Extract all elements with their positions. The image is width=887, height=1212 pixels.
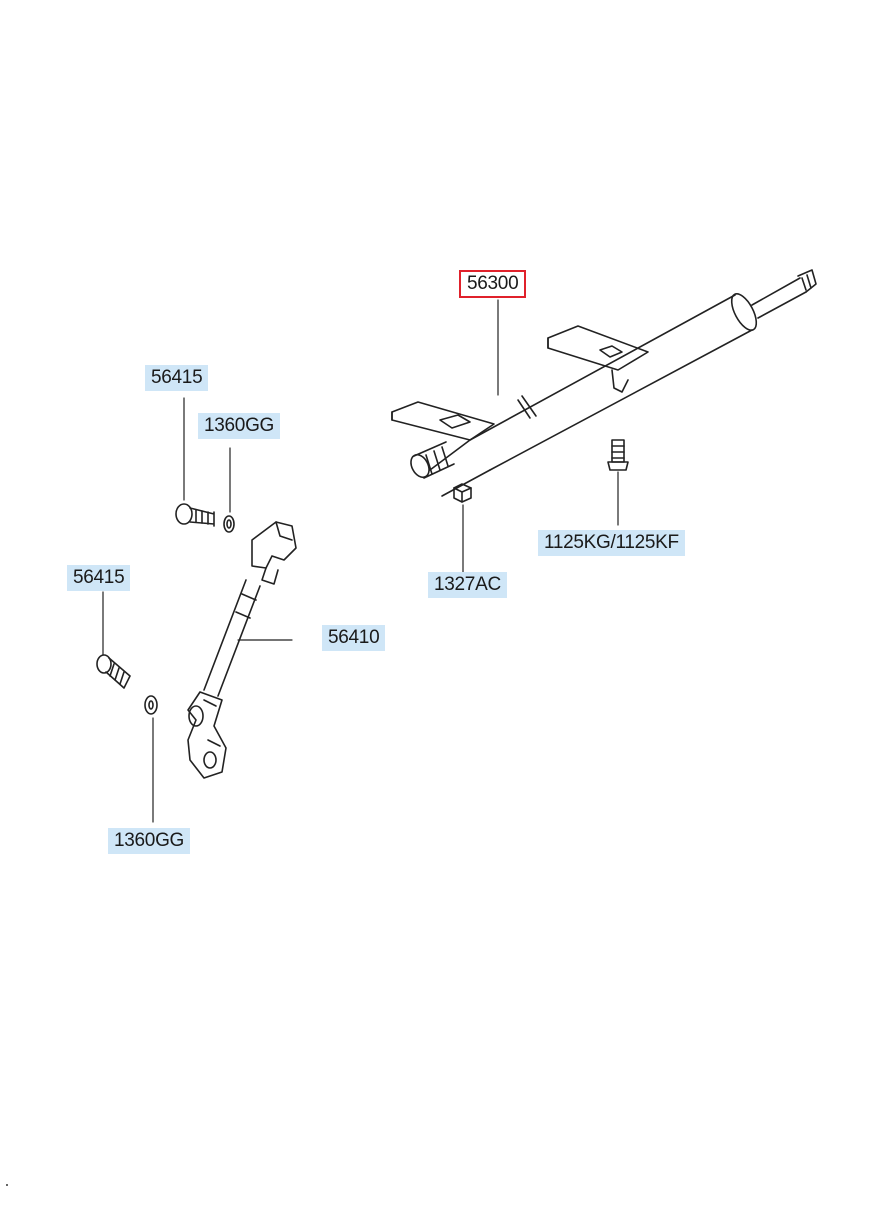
part-label-56415-lower[interactable]: 56415: [67, 565, 131, 591]
part-label-56410[interactable]: 56410: [322, 625, 386, 651]
part-label-1360gg-upper[interactable]: 1360GG: [198, 413, 281, 439]
lower-bolt-drawing: [96, 591, 158, 823]
steering-column-drawing: [391, 269, 817, 497]
part-label-1125kg-1125kf[interactable]: 1125KG/1125KF: [538, 530, 685, 556]
part-label-56415-upper[interactable]: 56415: [145, 365, 209, 391]
part-label-1360gg-lower[interactable]: 1360GG: [108, 828, 191, 854]
column-bolt-drawing: [607, 439, 629, 526]
joint-shaft-drawing: [187, 521, 297, 779]
part-label-56300[interactable]: 56300: [459, 270, 527, 298]
nut-drawing: [453, 483, 472, 573]
part-label-1327ac[interactable]: 1327AC: [428, 572, 507, 598]
corner-dot: [6, 1184, 8, 1186]
upper-bolt-drawing: [175, 397, 235, 533]
